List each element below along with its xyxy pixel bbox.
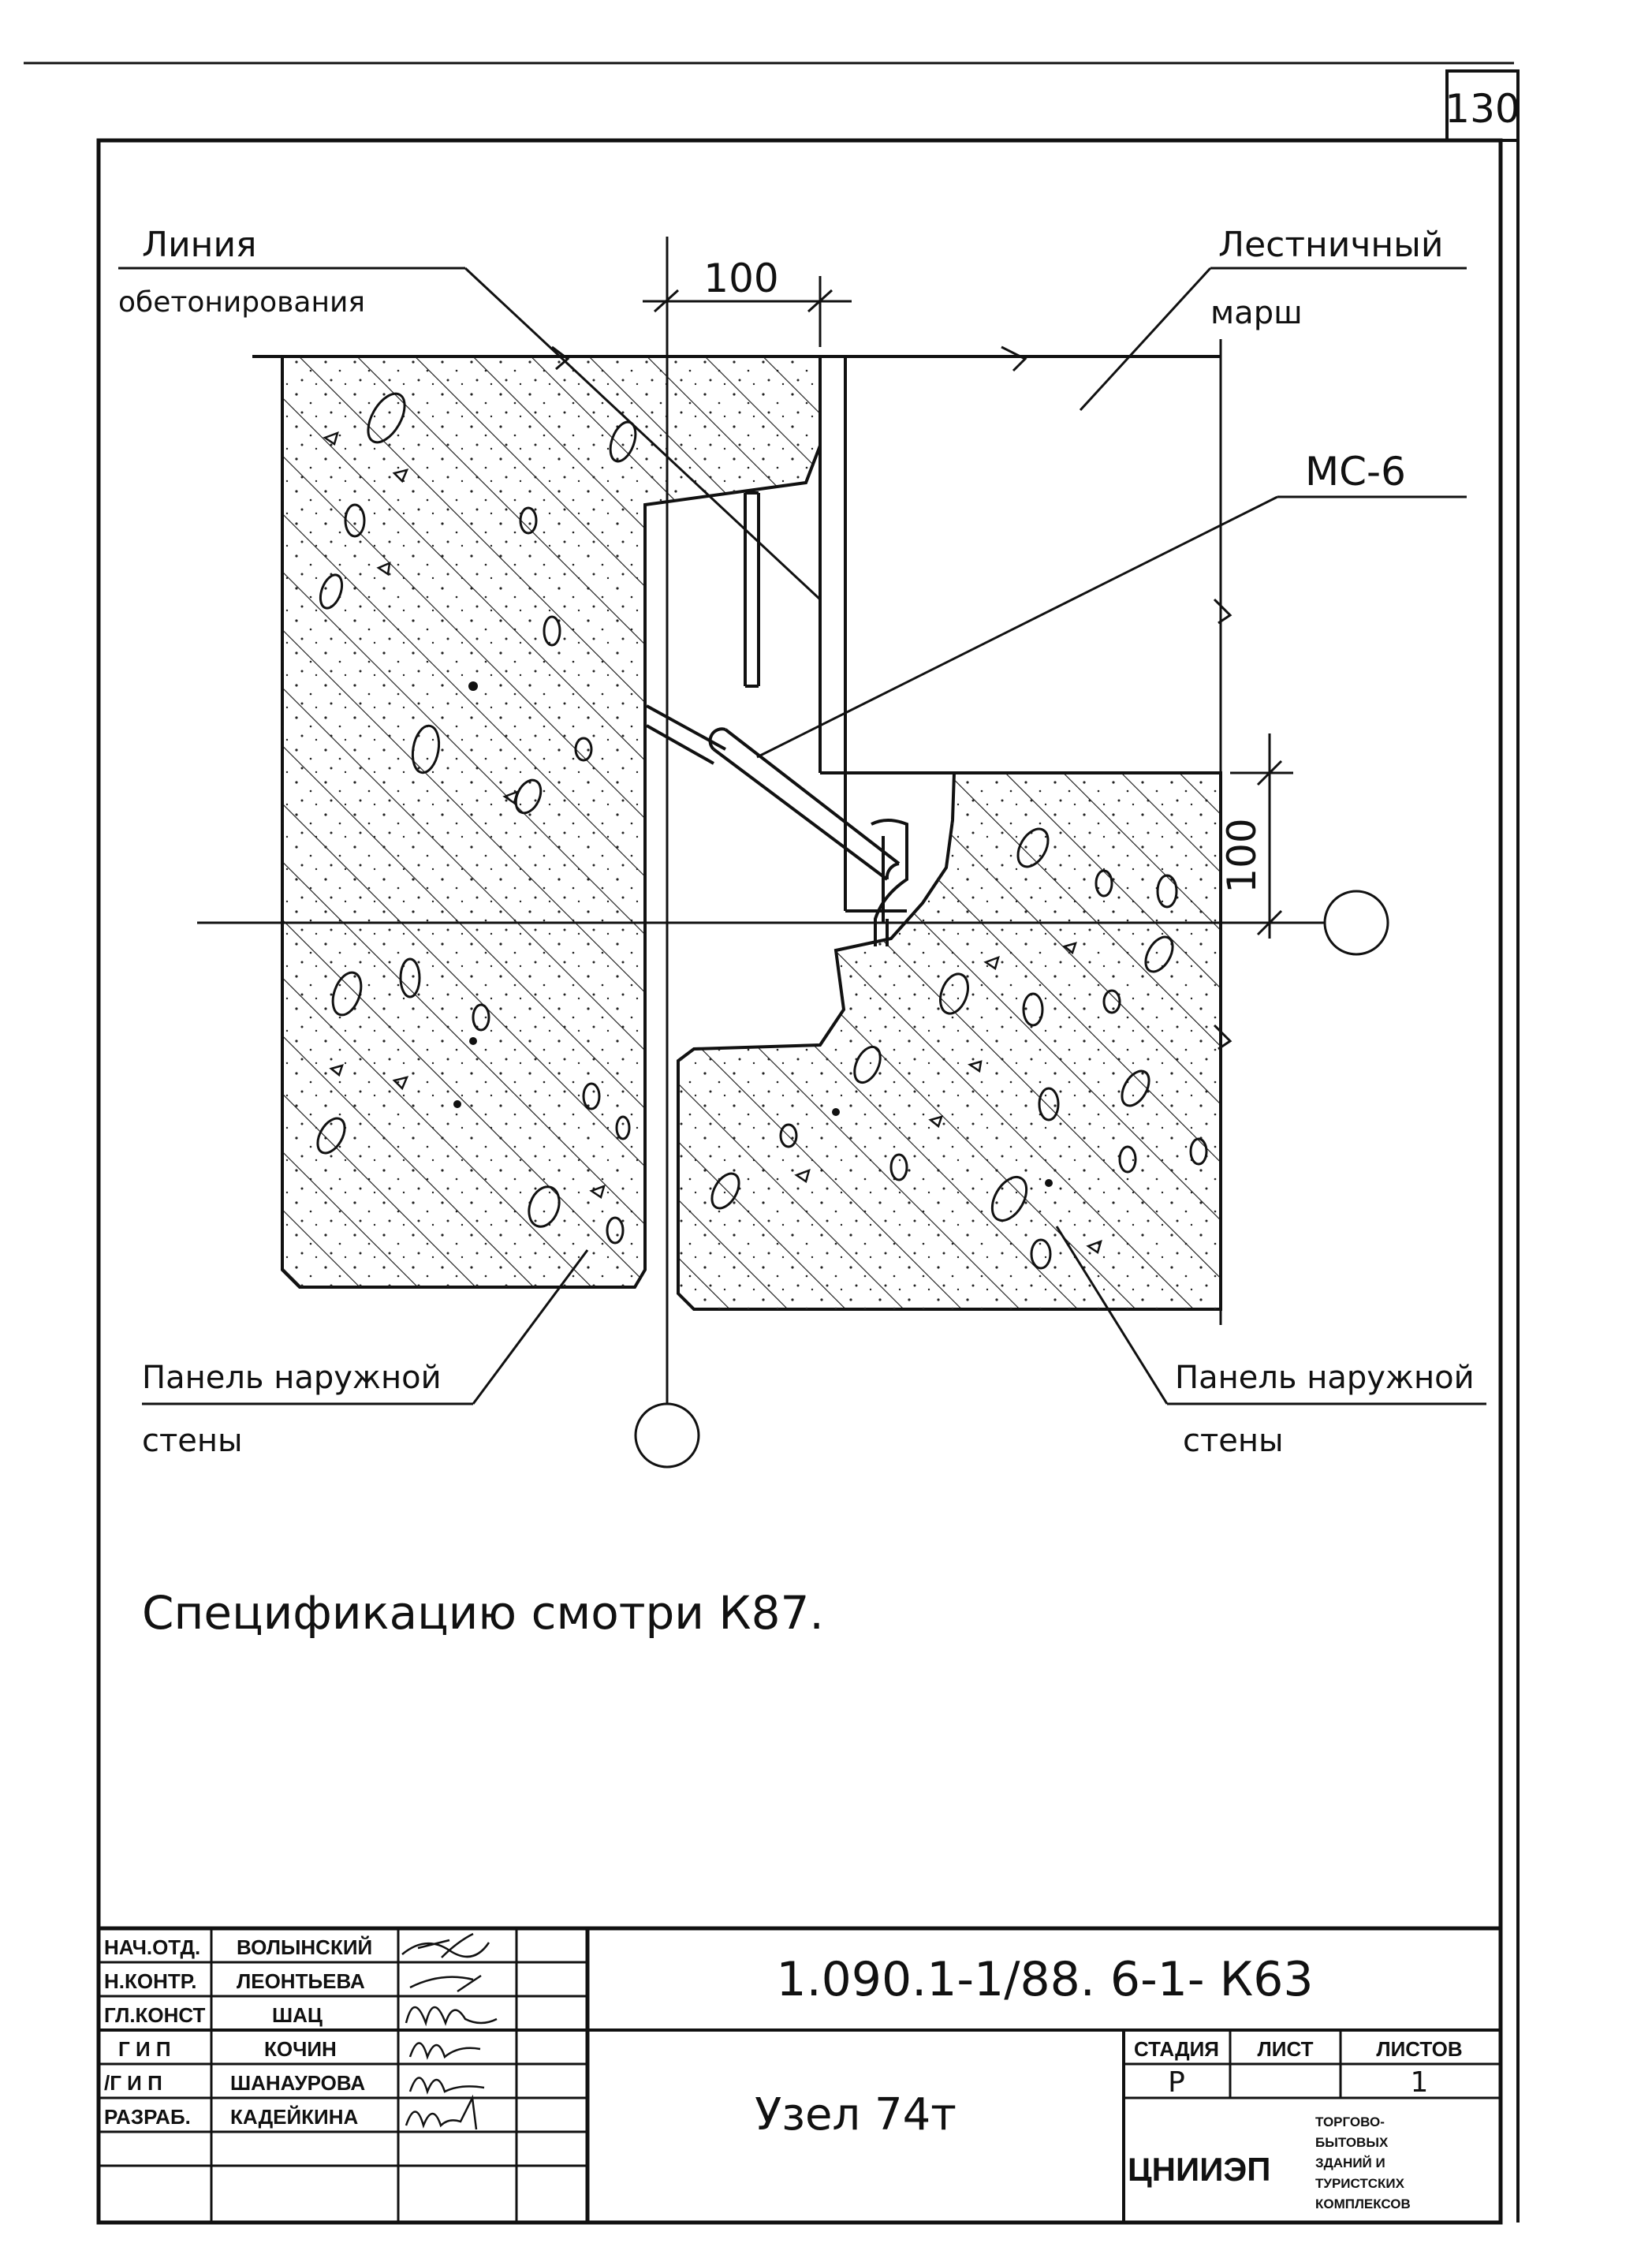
role-2: ГЛ.КОНСТ (104, 2003, 206, 2027)
axis-lines (197, 237, 1325, 1404)
org-desc-line-2: ЗДАНИЙ И (1315, 2155, 1385, 2170)
label-panel-right-2: стены (1183, 1423, 1284, 1459)
title-block-roles: НАЧ.ОТД. ВОЛЫНСКИЙ Н.КОНТР. ЛЕОНТЬЕВА ГЛ… (104, 1935, 372, 2129)
role-0: НАЧ.ОТД. (104, 1935, 200, 1959)
stage-header: СТАДИЯ (1134, 2037, 1219, 2061)
dimension-top (643, 276, 852, 347)
leader-lines (118, 267, 1486, 1405)
right-wall-panel (677, 771, 1222, 1311)
label-part-mark: МС-6 (1305, 449, 1406, 495)
label-concreting-line-2: обетонирования (118, 286, 365, 319)
name-5: КАДЕЙКИНА (230, 2105, 358, 2129)
organization-description: ТОРГОВО- БЫТОВЫХ ЗДАНИЙ И ТУРИСТСКИХ КОМ… (1315, 2114, 1411, 2211)
mc6-connection-part (646, 491, 908, 946)
label-panel-left-2: стены (142, 1423, 243, 1459)
dimension-right (1230, 733, 1293, 939)
dimension-top-label: 100 (703, 256, 778, 301)
name-3: КОЧИН (264, 2037, 337, 2061)
stage-value: Р (1168, 2066, 1185, 2099)
org-desc-line-0: ТОРГОВО- (1315, 2114, 1385, 2129)
sheets-header: ЛИСТОВ (1376, 2037, 1462, 2061)
sheet-number: 130 (1445, 86, 1520, 132)
label-panel-right: Панель наружной (1175, 1360, 1475, 1396)
specification-note: Спецификацию смотри К87. (142, 1586, 824, 1640)
stair-flight-outline (252, 339, 1232, 1325)
name-4: ШАНАУРОВА (230, 2071, 365, 2095)
org-desc-line-1: БЫТОВЫХ (1315, 2135, 1389, 2150)
role-5: РАЗРАБ. (104, 2105, 191, 2129)
name-2: ШАЦ (272, 2003, 323, 2027)
axis-bubble-right (1323, 890, 1389, 956)
dimension-right-label: 100 (1219, 818, 1265, 893)
label-stair-flight-2: марш (1210, 295, 1303, 331)
org-desc-line-4: КОМПЛЕКСОВ (1315, 2196, 1411, 2211)
role-1: Н.КОНТР. (104, 1969, 196, 1993)
role-4: /Г И П (104, 2071, 162, 2095)
label-concreting-line: Линия (142, 225, 257, 265)
left-wall-panel (281, 355, 822, 1289)
title-block (99, 1926, 1501, 2223)
name-0: ВОЛЫНСКИЙ (237, 1935, 372, 1959)
label-panel-left: Панель наружной (142, 1360, 442, 1396)
drawing-name: Узел 74т (755, 2089, 957, 2140)
sheets-value: 1 (1411, 2066, 1429, 2099)
sheet-number-box: 130 (1445, 69, 1520, 142)
role-3: Г И П (118, 2037, 171, 2061)
sheet-header: ЛИСТ (1258, 2037, 1314, 2061)
organization: ЦНИИЭП (1128, 2151, 1270, 2188)
name-1: ЛЕОНТЬЕВА (237, 1969, 365, 1993)
document-code: 1.090.1-1/88. 6-1- К63 (776, 1952, 1313, 2007)
drawing-frame (96, 138, 1503, 2225)
org-desc-line-3: ТУРИСТСКИХ (1315, 2176, 1405, 2191)
label-stair-flight: Лестничный (1218, 225, 1443, 265)
axis-bubble-bottom (634, 1402, 700, 1469)
signatures (401, 1932, 498, 2130)
